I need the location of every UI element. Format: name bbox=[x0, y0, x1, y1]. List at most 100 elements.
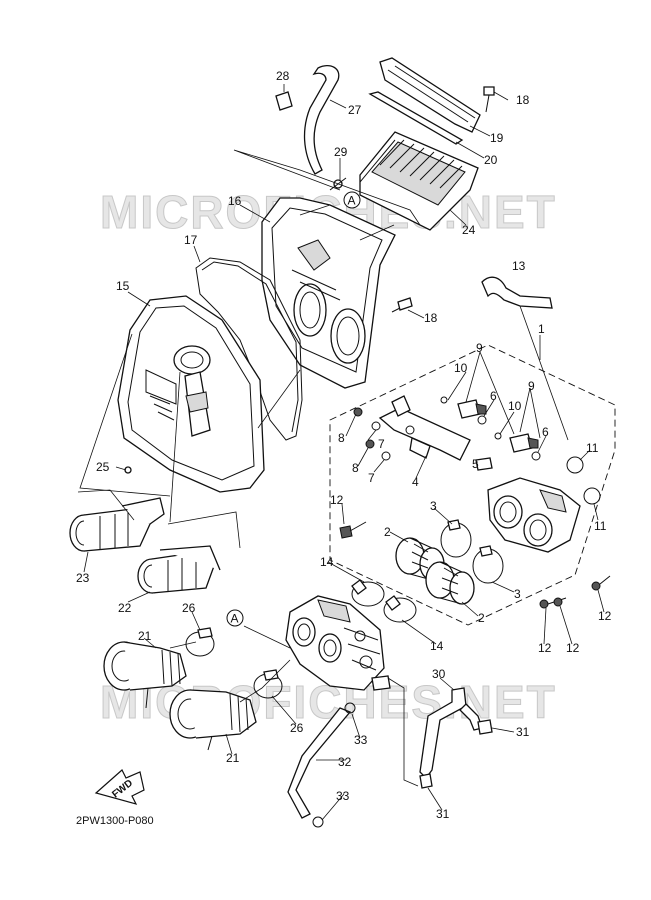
part-9-injector-a bbox=[457, 399, 487, 419]
callout-15: 15 bbox=[116, 279, 130, 293]
callout-21: 21 bbox=[226, 751, 240, 765]
callout-labels: 1 2 2 3 3 4 5 6 6 7 7 8 8 9 9 10 10 11 1… bbox=[76, 69, 612, 821]
leader-16-17 bbox=[257, 369, 301, 429]
callout-13: 13 bbox=[512, 259, 526, 273]
svg-text:A: A bbox=[348, 194, 356, 208]
callout-22: 22 bbox=[118, 601, 132, 615]
callout-3: 3 bbox=[430, 499, 437, 513]
part-9-injector-b bbox=[509, 433, 539, 453]
callout-33: 33 bbox=[354, 733, 368, 747]
part-31-clamp-b bbox=[419, 773, 433, 789]
part-4-fuel-rail bbox=[378, 395, 471, 461]
part-23-funnel bbox=[69, 497, 165, 552]
part-32-hose bbox=[287, 707, 352, 819]
leader-22 bbox=[167, 511, 241, 549]
part-26-clamp-b bbox=[253, 669, 283, 699]
callout-18: 18 bbox=[516, 93, 530, 107]
callout-5: 5 bbox=[472, 457, 479, 471]
callout-leaders bbox=[83, 84, 605, 821]
callout-11: 11 bbox=[594, 519, 607, 533]
part-10-seals bbox=[440, 396, 502, 440]
callout-24: 24 bbox=[462, 223, 476, 237]
callout-29: 29 bbox=[334, 145, 348, 159]
callout-20: 20 bbox=[484, 153, 498, 167]
part-18-bolt-mid bbox=[391, 297, 413, 313]
callout-27: 27 bbox=[348, 103, 362, 117]
callout-4: 4 bbox=[412, 475, 419, 489]
callout-14: 14 bbox=[430, 639, 444, 653]
callout-7: 7 bbox=[378, 437, 385, 451]
callout-32: 32 bbox=[338, 755, 352, 769]
throttle-body-main bbox=[285, 595, 391, 691]
part-11-oring-b bbox=[583, 487, 601, 505]
part-12-bolt-a bbox=[339, 521, 367, 539]
part-31-clamp-a bbox=[477, 719, 493, 735]
part-12-bolts-lower bbox=[539, 575, 611, 609]
callout-11: 11 bbox=[586, 441, 599, 455]
leader-ref-a-lower bbox=[243, 625, 291, 649]
callout-8: 8 bbox=[352, 461, 359, 475]
part-28-clamp bbox=[275, 91, 293, 111]
callout-12: 12 bbox=[566, 641, 580, 655]
part-26-clamp-a bbox=[185, 627, 215, 657]
callout-8: 8 bbox=[338, 431, 345, 445]
callout-31: 31 bbox=[516, 725, 530, 739]
callout-21: 21 bbox=[138, 629, 152, 643]
callout-7: 7 bbox=[368, 471, 375, 485]
callout-16: 16 bbox=[228, 194, 242, 208]
callout-10: 10 bbox=[508, 399, 522, 413]
part-14-clamp-b bbox=[383, 595, 417, 623]
callout-33: 33 bbox=[336, 789, 350, 803]
callout-17: 17 bbox=[184, 233, 198, 247]
leader-16-filter bbox=[299, 204, 395, 241]
part-21-joint-b bbox=[169, 689, 257, 751]
leader-15-inner bbox=[169, 371, 181, 523]
leader-23 bbox=[77, 489, 135, 521]
part-21-joint-a bbox=[103, 641, 187, 709]
part-15-air-box-case bbox=[117, 295, 265, 493]
part-3-clamp-b bbox=[472, 545, 504, 584]
assembly-1-boundary bbox=[329, 344, 616, 626]
part-14-clamp-a bbox=[351, 579, 385, 607]
reference-marker-a-upper: A bbox=[343, 191, 361, 209]
callout-26: 26 bbox=[290, 721, 304, 735]
part-17-gasket bbox=[195, 257, 303, 441]
callout-31: 31 bbox=[436, 807, 450, 821]
part-27-breather-hose bbox=[275, 65, 340, 175]
part-3-clamp-a bbox=[440, 519, 472, 558]
part-18-bolt-top bbox=[483, 86, 495, 113]
leader-21-26 bbox=[169, 641, 291, 703]
part-24-air-filter bbox=[359, 131, 479, 231]
part-33-clamp-b bbox=[312, 816, 324, 828]
part-13-hose bbox=[481, 276, 553, 309]
callout-12: 12 bbox=[330, 493, 344, 507]
callout-30: 30 bbox=[432, 667, 446, 681]
callout-6: 6 bbox=[490, 389, 497, 403]
part-20-rod bbox=[368, 91, 464, 145]
leader-15-assembly bbox=[79, 333, 171, 497]
callout-19: 19 bbox=[490, 131, 504, 145]
callout-9: 9 bbox=[476, 341, 483, 355]
callout-26: 26 bbox=[182, 601, 196, 615]
callout-2: 2 bbox=[384, 525, 391, 539]
throttle-body-assembly bbox=[487, 456, 601, 553]
part-33-clamp-a bbox=[344, 702, 356, 714]
reference-marker-a-lower: A bbox=[226, 609, 244, 627]
part-6-orings bbox=[477, 415, 541, 461]
callout-28: 28 bbox=[276, 69, 290, 83]
leader-30-31 bbox=[387, 677, 419, 787]
callout-23: 23 bbox=[76, 571, 90, 585]
callout-12: 12 bbox=[598, 609, 612, 623]
callout-3: 3 bbox=[514, 587, 521, 601]
part-11-oring-a bbox=[566, 456, 584, 474]
callout-14: 14 bbox=[320, 555, 334, 569]
part-2-joint-b bbox=[425, 561, 475, 605]
forward-direction-arrow: FWD bbox=[94, 769, 145, 805]
callout-25: 25 bbox=[96, 460, 110, 474]
callout-6: 6 bbox=[542, 425, 549, 439]
callout-12: 12 bbox=[538, 641, 552, 655]
part-19-cover-strip bbox=[368, 57, 481, 145]
callout-2: 2 bbox=[478, 611, 485, 625]
